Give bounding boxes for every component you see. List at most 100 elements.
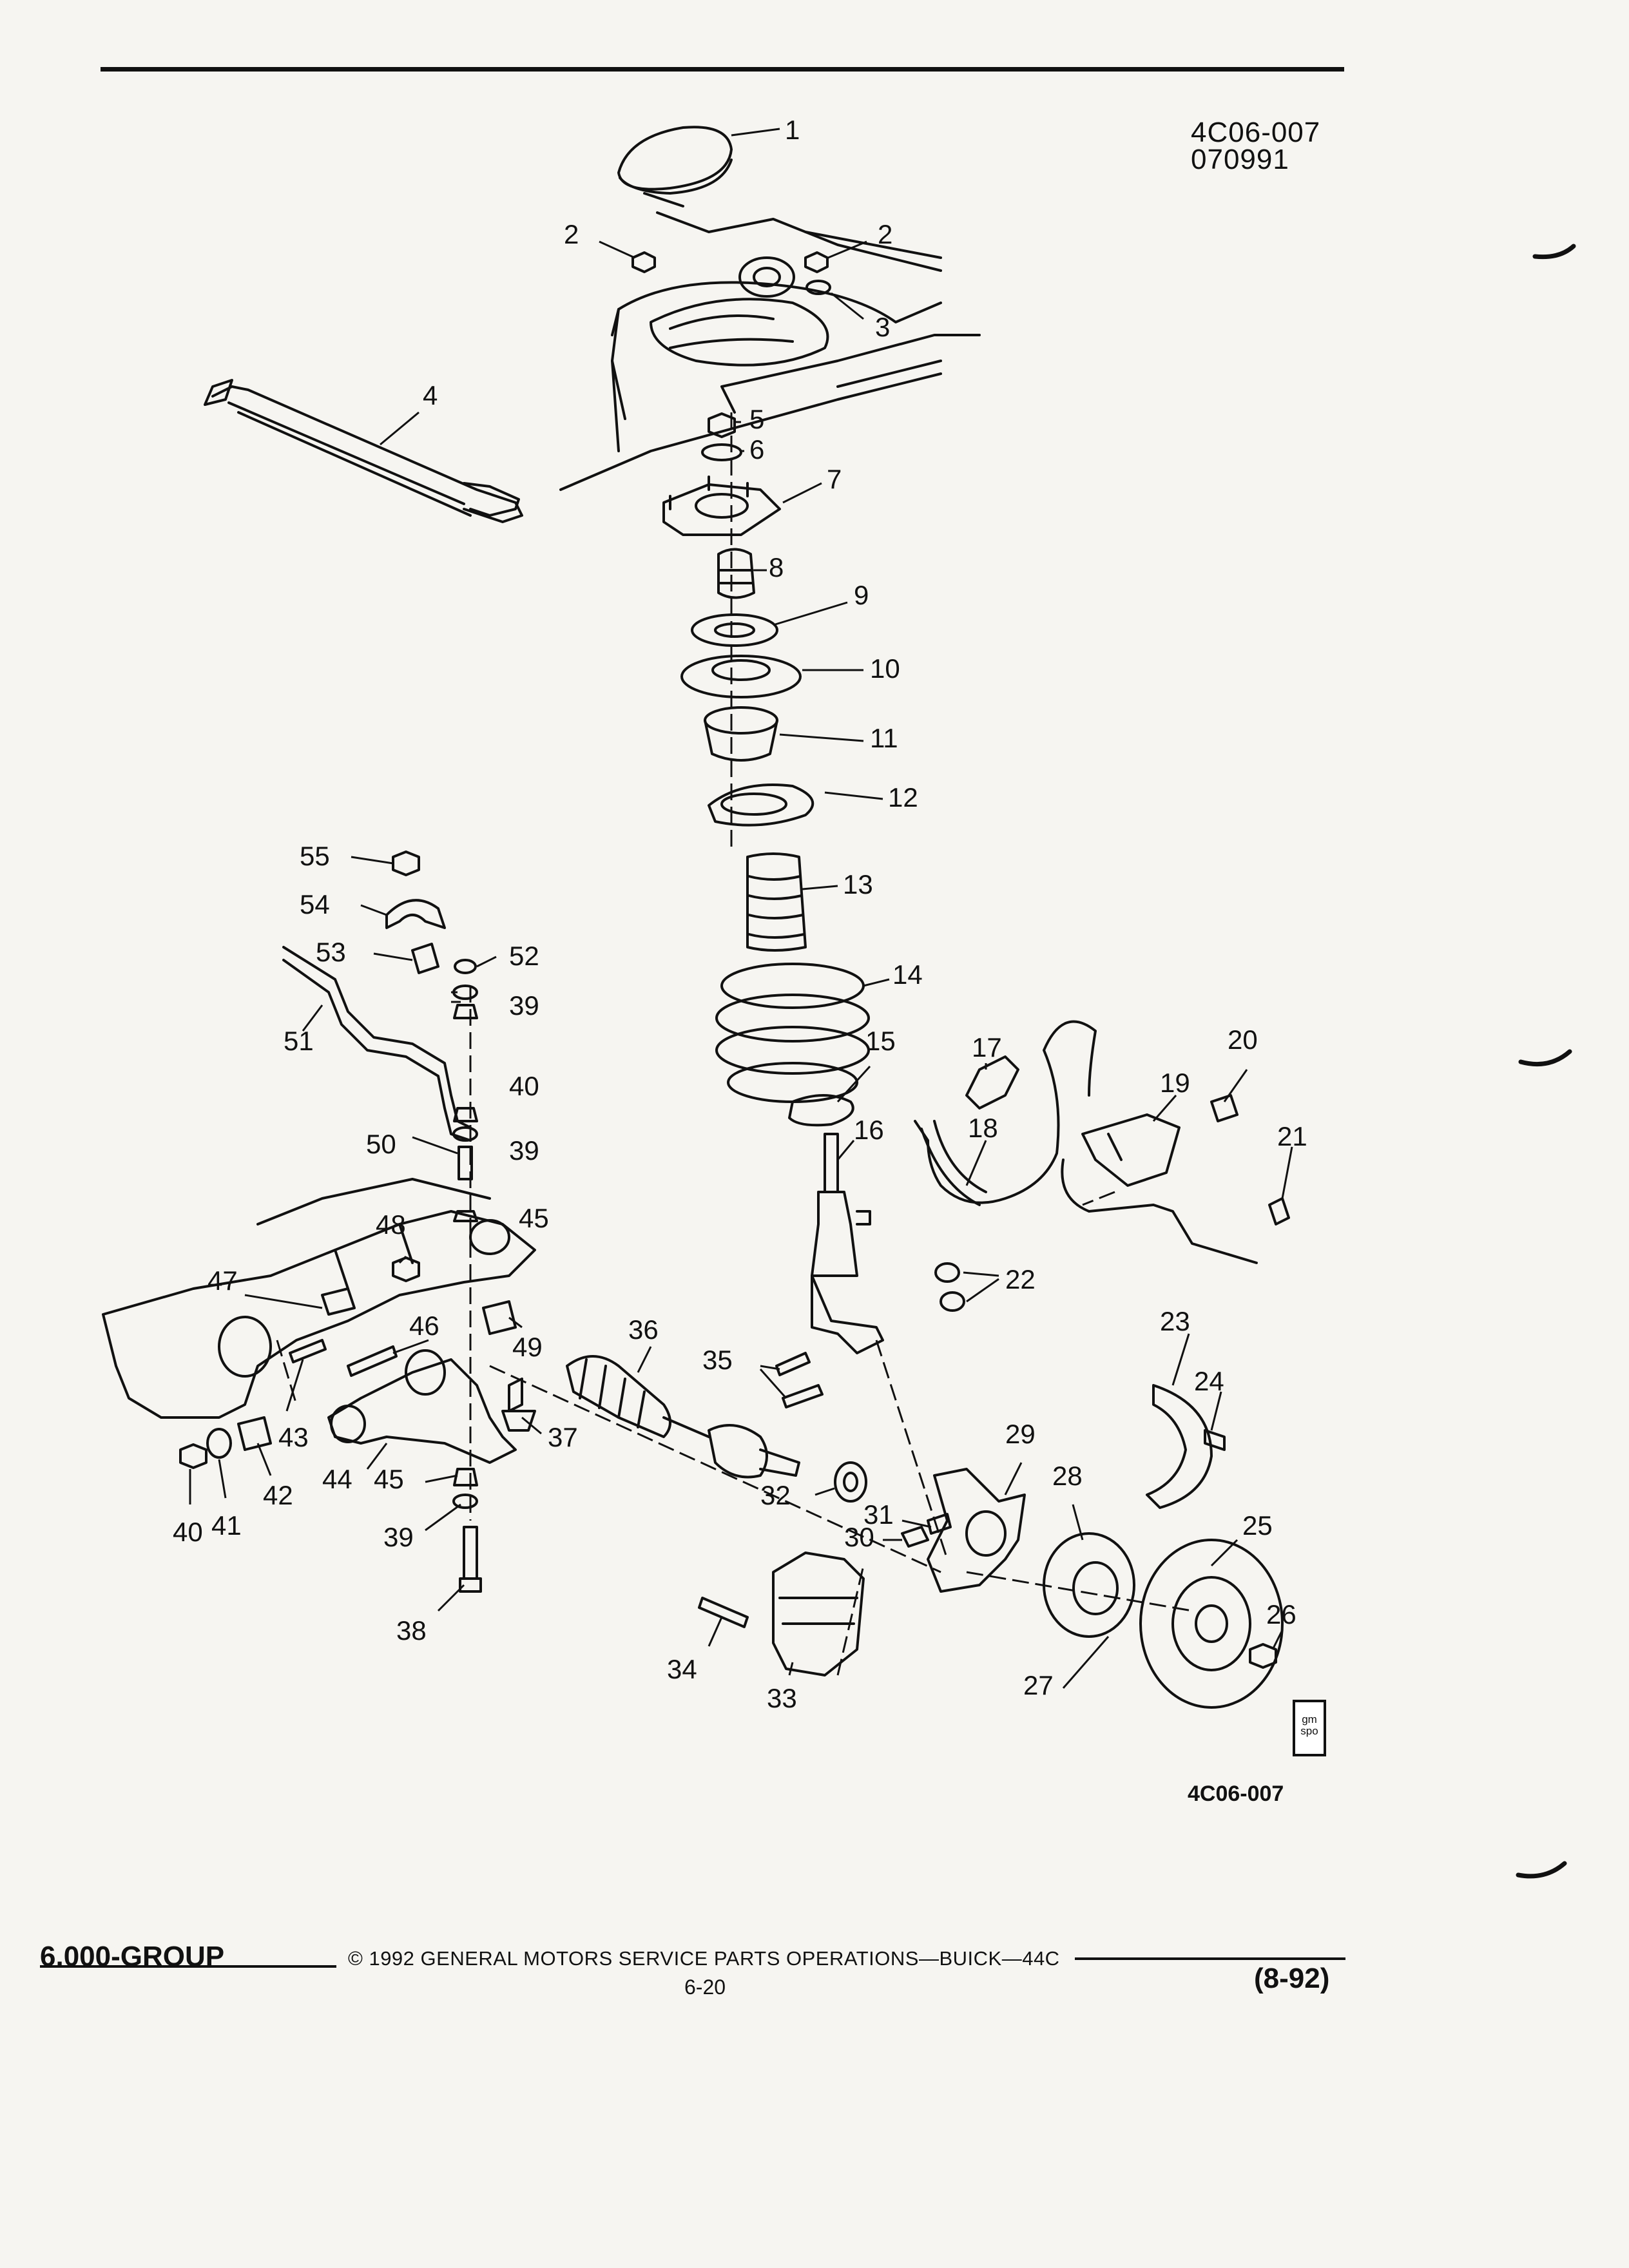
callout-52: 52 [509,941,539,971]
callout-48: 48 [376,1209,406,1240]
part-30-bolt [901,1526,929,1548]
part-40-nut-lower [179,1443,207,1469]
callout-16: 16 [854,1115,884,1145]
callout-15: 15 [865,1026,896,1056]
part-42-bushing [237,1416,272,1451]
callout-39-lower: 39 [383,1522,414,1552]
part-6-washer [701,443,742,461]
callout-21: 21 [1277,1121,1307,1151]
part-24-bolt [1204,1429,1226,1451]
part-55-bolt [392,850,420,876]
part-9-insulator [691,613,778,647]
callout-30: 30 [844,1522,874,1552]
callout-13: 13 [843,869,873,899]
part-39-washer-middle [452,1126,478,1142]
part-20-sensor [1210,1094,1239,1122]
part-25-brake-rotor [1139,1539,1284,1709]
callout-31: 31 [863,1499,894,1530]
drawing-code: 4C06-007 [1191,117,1321,148]
callout-2-left: 2 [564,219,579,249]
part-5-nut [708,412,736,438]
part-54-clamp [385,899,446,929]
callout-43: 43 [278,1422,309,1452]
part-2-nut-right [804,251,829,273]
part-1-strut-cap [617,126,733,195]
assembly-centerlines [276,412,1193,1676]
callout-49: 49 [512,1332,543,1362]
callout-20: 20 [1228,1024,1258,1055]
callout-12: 12 [888,782,918,812]
part-26-nut [1249,1643,1277,1669]
callout-32: 32 [760,1480,791,1510]
callout-33: 33 [767,1683,797,1713]
callout-14: 14 [892,959,923,990]
callout-37: 37 [548,1422,578,1452]
part-45-grommet-upper [453,1210,478,1222]
callout-18: 18 [968,1113,998,1143]
callout-4: 4 [423,380,438,410]
footer-group: 6.000-GROUP [40,1941,225,1972]
footer-rule-right [1075,1957,1345,1960]
callout-9: 9 [854,580,869,610]
drawing-date: 070991 [1191,144,1289,175]
part-50-spacer [458,1146,473,1180]
callout-11: 11 [870,723,898,753]
part-22-nut-lower [940,1291,965,1312]
part-18-brake-hose [914,1020,1097,1206]
part-41-washer [206,1428,232,1459]
part-7-strut-mount [662,476,781,536]
part-36-drive-axle [566,1355,800,1479]
footer-page-number: 6-20 [684,1975,726,1999]
callout-47: 47 [207,1265,238,1296]
callout-25: 25 [1242,1510,1273,1541]
callout-6: 6 [749,434,764,465]
part-28-hub-bearing [1043,1532,1135,1638]
callout-38: 38 [396,1615,427,1646]
part-16-strut [811,1133,884,1354]
callout-55: 55 [300,841,330,871]
callout-29: 29 [1005,1419,1036,1449]
callout-40-upper: 40 [509,1071,539,1101]
callout-39-middle: 39 [509,1135,539,1166]
part-53-bushing [411,943,439,974]
part-29-steering-knuckle [927,1468,1026,1593]
callout-numbers: 1 2 2 3 4 5 6 7 8 9 10 11 12 13 14 15 16… [173,115,1307,1713]
callout-45-upper: 45 [519,1203,549,1233]
part-44-lower-control-arm [327,1349,517,1464]
callout-10: 10 [870,653,900,684]
part-47-bushing [321,1287,356,1316]
part-22-nut-upper [934,1262,960,1283]
callout-27: 27 [1023,1670,1054,1700]
callout-7: 7 [827,464,842,494]
footer-revision: (8-92) [1254,1963,1330,1994]
binder-marks [1516,244,1576,1879]
body-strut-tower [559,192,981,491]
part-14-coil-spring [715,963,870,1103]
callout-28: 28 [1052,1461,1083,1491]
part-40-grommet-upper [453,1004,478,1019]
callout-50: 50 [366,1129,396,1159]
part-31-sensor [927,1513,952,1535]
callout-44: 44 [322,1464,352,1494]
callout-36: 36 [628,1314,659,1345]
callout-51: 51 [284,1026,314,1056]
part-12-upper-seat [708,783,815,827]
callout-5: 5 [749,404,764,434]
part-34-caliper-bolt [698,1597,749,1628]
callout-53: 53 [316,937,346,967]
part-2-nut-left [631,251,656,273]
part-21-fitting [1268,1197,1290,1225]
part-37-ball-joint [501,1378,536,1432]
callout-2-right: 2 [878,219,892,249]
part-11-bearing [704,706,778,762]
callout-45-lower: 45 [374,1464,404,1494]
part-52-nut [454,959,477,974]
part-35-bolt-lower [782,1384,824,1408]
callout-17: 17 [972,1032,1002,1062]
brake-line [1061,1158,1258,1264]
part-10-spring-seat [680,655,802,698]
part-49-bushing [482,1300,517,1335]
callout-35: 35 [702,1345,733,1375]
part-17-hose-bracket [965,1055,1019,1110]
